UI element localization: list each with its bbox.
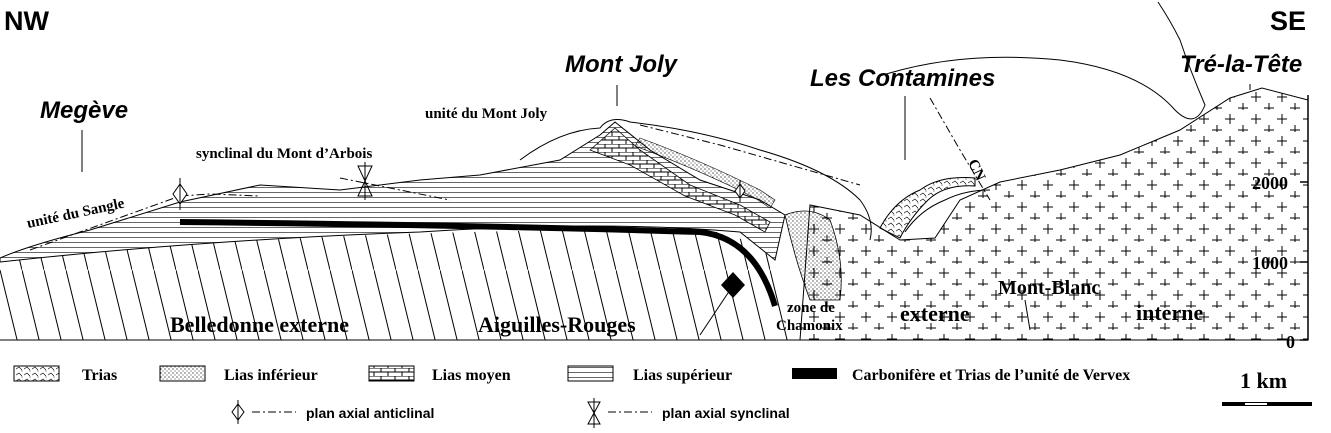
legend-label-synclinal: plan axial synclinal xyxy=(662,405,790,421)
cover-lias-superieur xyxy=(0,121,786,263)
axial-plane-synclinal xyxy=(339,177,451,201)
zone-chamonix xyxy=(784,210,842,301)
legend-swatch-carbonifere xyxy=(792,368,837,379)
label-unite-mont-joly: unité du Mont Joly xyxy=(425,106,548,122)
label-synclinal-arbois: synclinal du Mont d’Arbois xyxy=(196,146,372,162)
label-mont-joly: Mont Joly xyxy=(565,51,679,78)
black-diamond-marker xyxy=(721,272,745,298)
label-interne: interne xyxy=(1136,300,1203,325)
label-mont-blanc: Mont-Blanc xyxy=(998,277,1100,299)
anticline-symbol-mont-joly xyxy=(734,180,746,202)
axial-plane-mont-joly xyxy=(639,124,861,186)
mont-blanc-massif xyxy=(799,87,1309,341)
label-megeve: Megève xyxy=(40,97,128,124)
label-externe: externe xyxy=(900,301,970,326)
legend-swatch-lias-superieur xyxy=(567,365,614,382)
anticline-symbol-sangle xyxy=(172,178,188,210)
legend-label-trias: Trias xyxy=(82,367,117,384)
contamines-fold-2 xyxy=(904,189,991,233)
label-belledonne: Belledonne externe xyxy=(170,312,349,337)
legend-swatch-synclinal xyxy=(587,398,652,428)
syncline-symbol-arbois xyxy=(357,162,373,200)
mont-joly-unit-outline xyxy=(519,119,872,241)
legend-swatch-trias xyxy=(13,365,60,382)
legend-label-anticlinal: plan axial anticlinal xyxy=(306,405,434,421)
legend-label-carbonifere: Carbonifère et Trias de l’unité de Verve… xyxy=(852,367,1130,384)
cover-lias-moyen xyxy=(589,127,771,233)
axial-plane-anticlinal xyxy=(29,193,261,251)
label-les-contamines: Les Contamines xyxy=(810,65,995,92)
contamines-folds xyxy=(879,177,976,239)
legend-label-lias-inferieur: Lias inférieur xyxy=(224,367,318,384)
label-nw: NW xyxy=(4,6,49,36)
legend-swatch-lias-moyen xyxy=(368,365,415,382)
axial-plane-contamines xyxy=(929,97,991,201)
legend: Trias Lias inférieur Lias moyen Lias sup… xyxy=(13,365,1130,428)
altitude-label-0: 0 xyxy=(1286,332,1295,352)
scale-bar xyxy=(1222,402,1312,406)
nappe-outline xyxy=(879,1,1206,120)
legend-label-lias-superieur: Lias supérieur xyxy=(633,367,732,384)
label-tre-la-tete: Tré-la-Tête xyxy=(1180,51,1302,78)
carbonifere-band xyxy=(179,219,778,307)
scale-label: 1 km xyxy=(1240,368,1287,393)
legend-swatch-anticlinal xyxy=(231,400,296,424)
leader-aiguilles xyxy=(699,289,731,336)
label-aiguilles-rouges: Aiguilles-Rouges xyxy=(478,312,636,337)
altitude-label-1000: 1000 xyxy=(1252,253,1288,273)
legend-swatch-lias-inferieur xyxy=(159,365,206,382)
label-se: SE xyxy=(1270,6,1306,36)
altitude-label-2000: 2000 xyxy=(1252,173,1288,193)
label-chamonix: Chamonix xyxy=(776,318,843,334)
basement-hatched xyxy=(0,229,790,340)
leader-mont-blanc xyxy=(1024,299,1031,331)
label-zone-de: zone de xyxy=(787,300,835,316)
legend-label-lias-moyen: Lias moyen xyxy=(432,367,511,384)
